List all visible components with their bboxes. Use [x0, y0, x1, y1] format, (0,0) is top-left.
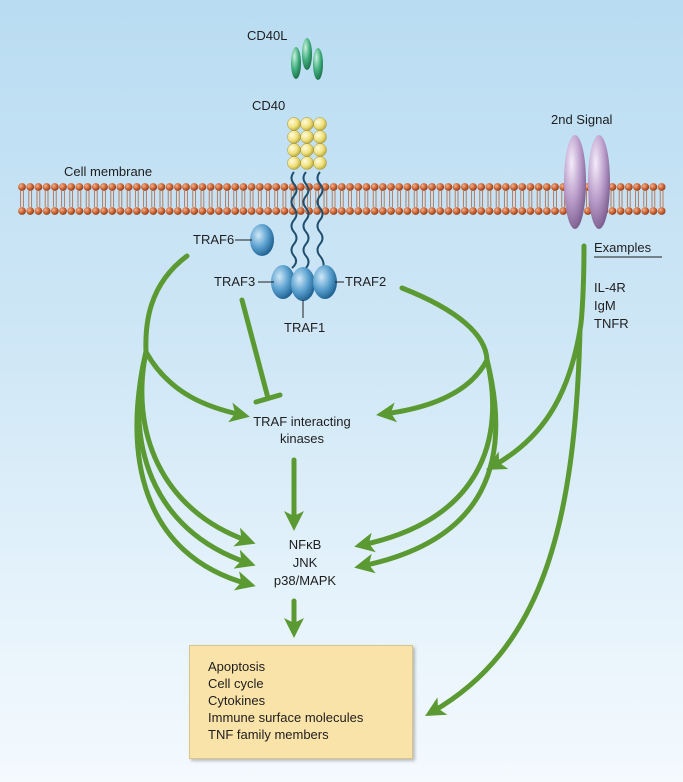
- second-signal-to-outcomes-arrow: [425, 327, 583, 716]
- traf6-to-nfkb-arrow-3: [134, 349, 256, 591]
- traf2-to-nfkb-arrow-2: [354, 357, 499, 574]
- examples-list: IL-4R IgM TNFR: [594, 279, 629, 333]
- outcome-item: Cytokines: [208, 693, 266, 708]
- traf2-protein: [313, 265, 337, 299]
- signaling-item: JNK: [292, 555, 318, 570]
- cd40l-ligand: [291, 38, 323, 80]
- cell-membrane-label: Cell membrane: [64, 164, 153, 179]
- outcome-item: Immune surface molecules: [208, 710, 364, 725]
- traf6-protein: [250, 224, 274, 256]
- outcome-item: Cell cycle: [208, 676, 264, 691]
- signaling-item: NFκB: [288, 537, 322, 552]
- second-signal-trunk-arrow: [577, 243, 587, 333]
- example-item: IgM: [594, 298, 616, 313]
- signaling-arrows: [134, 243, 587, 716]
- signaling-targets: NFκB JNK p38/MAPK: [250, 536, 360, 590]
- cd40l-label: CD40L: [247, 28, 288, 43]
- cell-membrane: [18, 183, 666, 215]
- traf2-to-nfkb-arrow-1: [354, 357, 496, 553]
- traf2-label: TRAF2: [345, 274, 387, 289]
- label-leader-lines: [235, 239, 344, 318]
- traf6-label: TRAF6: [193, 232, 235, 247]
- kinases-line: TRAF interacting: [253, 414, 351, 429]
- outcomes-box: Apoptosis Cell cycle Cytokines Immune su…: [189, 645, 413, 759]
- second-signal-label: 2nd Signal: [551, 112, 613, 127]
- kinases-line: kinases: [279, 431, 325, 446]
- traf1-label: TRAF1: [284, 320, 326, 335]
- cd40-label: CD40: [252, 98, 286, 113]
- outcome-item: Apoptosis: [208, 659, 266, 674]
- examples-title: Examples: [594, 240, 652, 255]
- traf3-label: TRAF3: [214, 274, 256, 289]
- traf2-to-kinases-arrow: [376, 357, 490, 423]
- cd40-transmembrane-chains: [290, 171, 325, 269]
- second-signal-receptor: [564, 135, 610, 229]
- traf-interacting-kinases: TRAF interacting kinases: [232, 413, 372, 447]
- traf3-protein: [271, 265, 295, 299]
- outcome-item: TNF family members: [208, 727, 329, 742]
- traf1-protein: [291, 267, 315, 301]
- traf6-trunk-arrow: [143, 253, 190, 355]
- signaling-item: p38/MAPK: [273, 573, 337, 588]
- traf2-trunk-arrow: [399, 285, 490, 363]
- second-signal-to-traf-arrow: [486, 327, 583, 470]
- example-item: TNFR: [594, 316, 629, 331]
- traf3-inhibition: [239, 297, 283, 405]
- cd40-receptor: [287, 117, 327, 170]
- example-item: IL-4R: [594, 280, 626, 295]
- traf6-to-kinases-arrow: [143, 349, 250, 423]
